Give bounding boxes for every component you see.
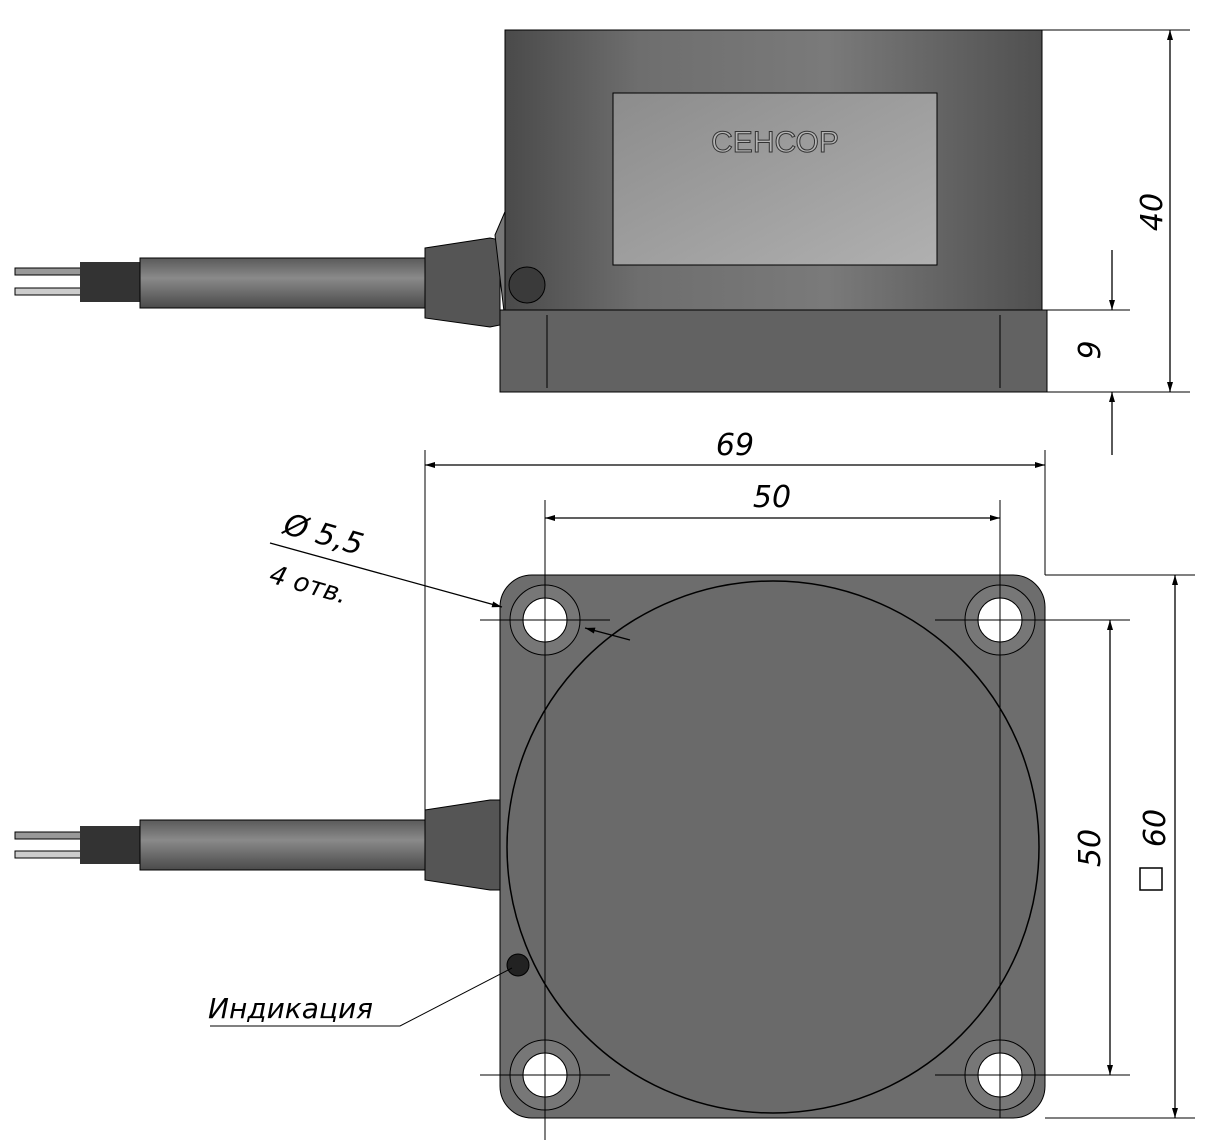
dim-height-total: 40 — [1135, 193, 1170, 231]
label-plate — [612, 92, 938, 266]
side-view: СЕНСОР 40 9 — [14, 29, 1190, 455]
cable-side — [14, 198, 521, 328]
cable-top — [14, 799, 506, 891]
indicator-led — [506, 953, 530, 977]
dim-hole-spacing-vertical: 50 — [1073, 829, 1108, 867]
brand-label: СЕНСОР — [711, 126, 839, 159]
square-symbol — [1139, 867, 1163, 891]
hole-diameter: Ø 5,5 — [278, 506, 367, 562]
sensor-base — [499, 309, 1048, 393]
top-view: 69 50 50 60 Ø 5,5 4 отв. Индикация — [14, 428, 1195, 1140]
dim-square: 60 — [1138, 809, 1173, 847]
indicator-label: Индикация — [208, 992, 373, 1025]
indicator-led-side — [508, 266, 546, 304]
mounting-holes — [509, 584, 1036, 1111]
hole-count: 4 отв. — [266, 560, 351, 611]
dim-overall-width: 69 — [716, 428, 754, 463]
dim-hole-spacing-horizontal: 50 — [753, 480, 791, 515]
dim-base-height: 9 — [1073, 340, 1108, 359]
sensing-face — [506, 580, 1040, 1114]
